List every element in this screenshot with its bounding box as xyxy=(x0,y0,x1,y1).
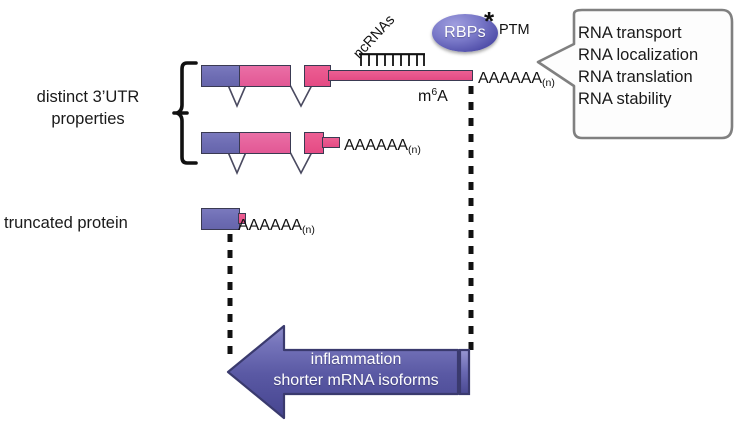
isoform-short-exon-2 xyxy=(239,132,291,154)
callout-function-list: RNA transport RNA localization RNA trans… xyxy=(578,24,699,109)
polya-tail-short-isoform: AAAAAA(n) xyxy=(344,137,421,156)
label-ptm: PTM xyxy=(499,22,530,38)
polya-mid-text: AAAAAA xyxy=(344,137,409,154)
isoform-short-3utr-line xyxy=(322,137,340,148)
label-distinct-utr-properties: distinct 3’UTR properties xyxy=(36,88,140,129)
m6a-suffix: A xyxy=(437,88,448,105)
polya-tail-long: AAAAAA(n) xyxy=(478,70,555,89)
rbps-label: RBPs xyxy=(444,24,486,41)
isoform-short-exon-3 xyxy=(304,132,324,154)
dashed-guide-right xyxy=(467,86,475,358)
isoform-long-introns xyxy=(200,60,360,110)
isoform-short-exon-1 xyxy=(201,132,240,154)
m6a-superscript: 6 xyxy=(431,86,438,98)
label-truncated-protein: truncated protein xyxy=(4,214,128,232)
ncrna-comb-icon xyxy=(358,52,428,68)
polya-short-text: AAAAAA xyxy=(238,217,303,234)
isoform-long-exon-1 xyxy=(201,65,240,87)
m6a-prefix: m xyxy=(418,88,432,105)
polya-long-subscript: (n) xyxy=(542,77,555,89)
inflammation-arrow xyxy=(222,316,472,426)
ptm-asterisk-icon: * xyxy=(484,6,495,36)
polya-mid-subscript: (n) xyxy=(408,144,421,156)
isoform-long-exon-3 xyxy=(304,65,331,87)
truncated-transcript-exon xyxy=(201,208,240,230)
dashed-guide-left xyxy=(226,234,234,362)
isoform-short-introns xyxy=(200,127,360,177)
isoform-group-bracket xyxy=(172,60,200,166)
arrow-caption: inflammation shorter mRNA isoforms xyxy=(273,351,439,389)
polya-long-text: AAAAAA xyxy=(478,70,543,87)
label-m6a: m6A xyxy=(418,86,448,106)
isoform-long-exon-2 xyxy=(239,65,291,87)
polya-tail-truncated: AAAAAA(n) xyxy=(238,217,315,236)
callout-balloon xyxy=(528,8,736,140)
isoform-long-3utr-line xyxy=(328,70,473,81)
rbps-ellipse: RBPs xyxy=(432,14,498,52)
polya-short-subscript: (n) xyxy=(302,224,315,236)
truncated-transcript-utr xyxy=(238,213,246,224)
